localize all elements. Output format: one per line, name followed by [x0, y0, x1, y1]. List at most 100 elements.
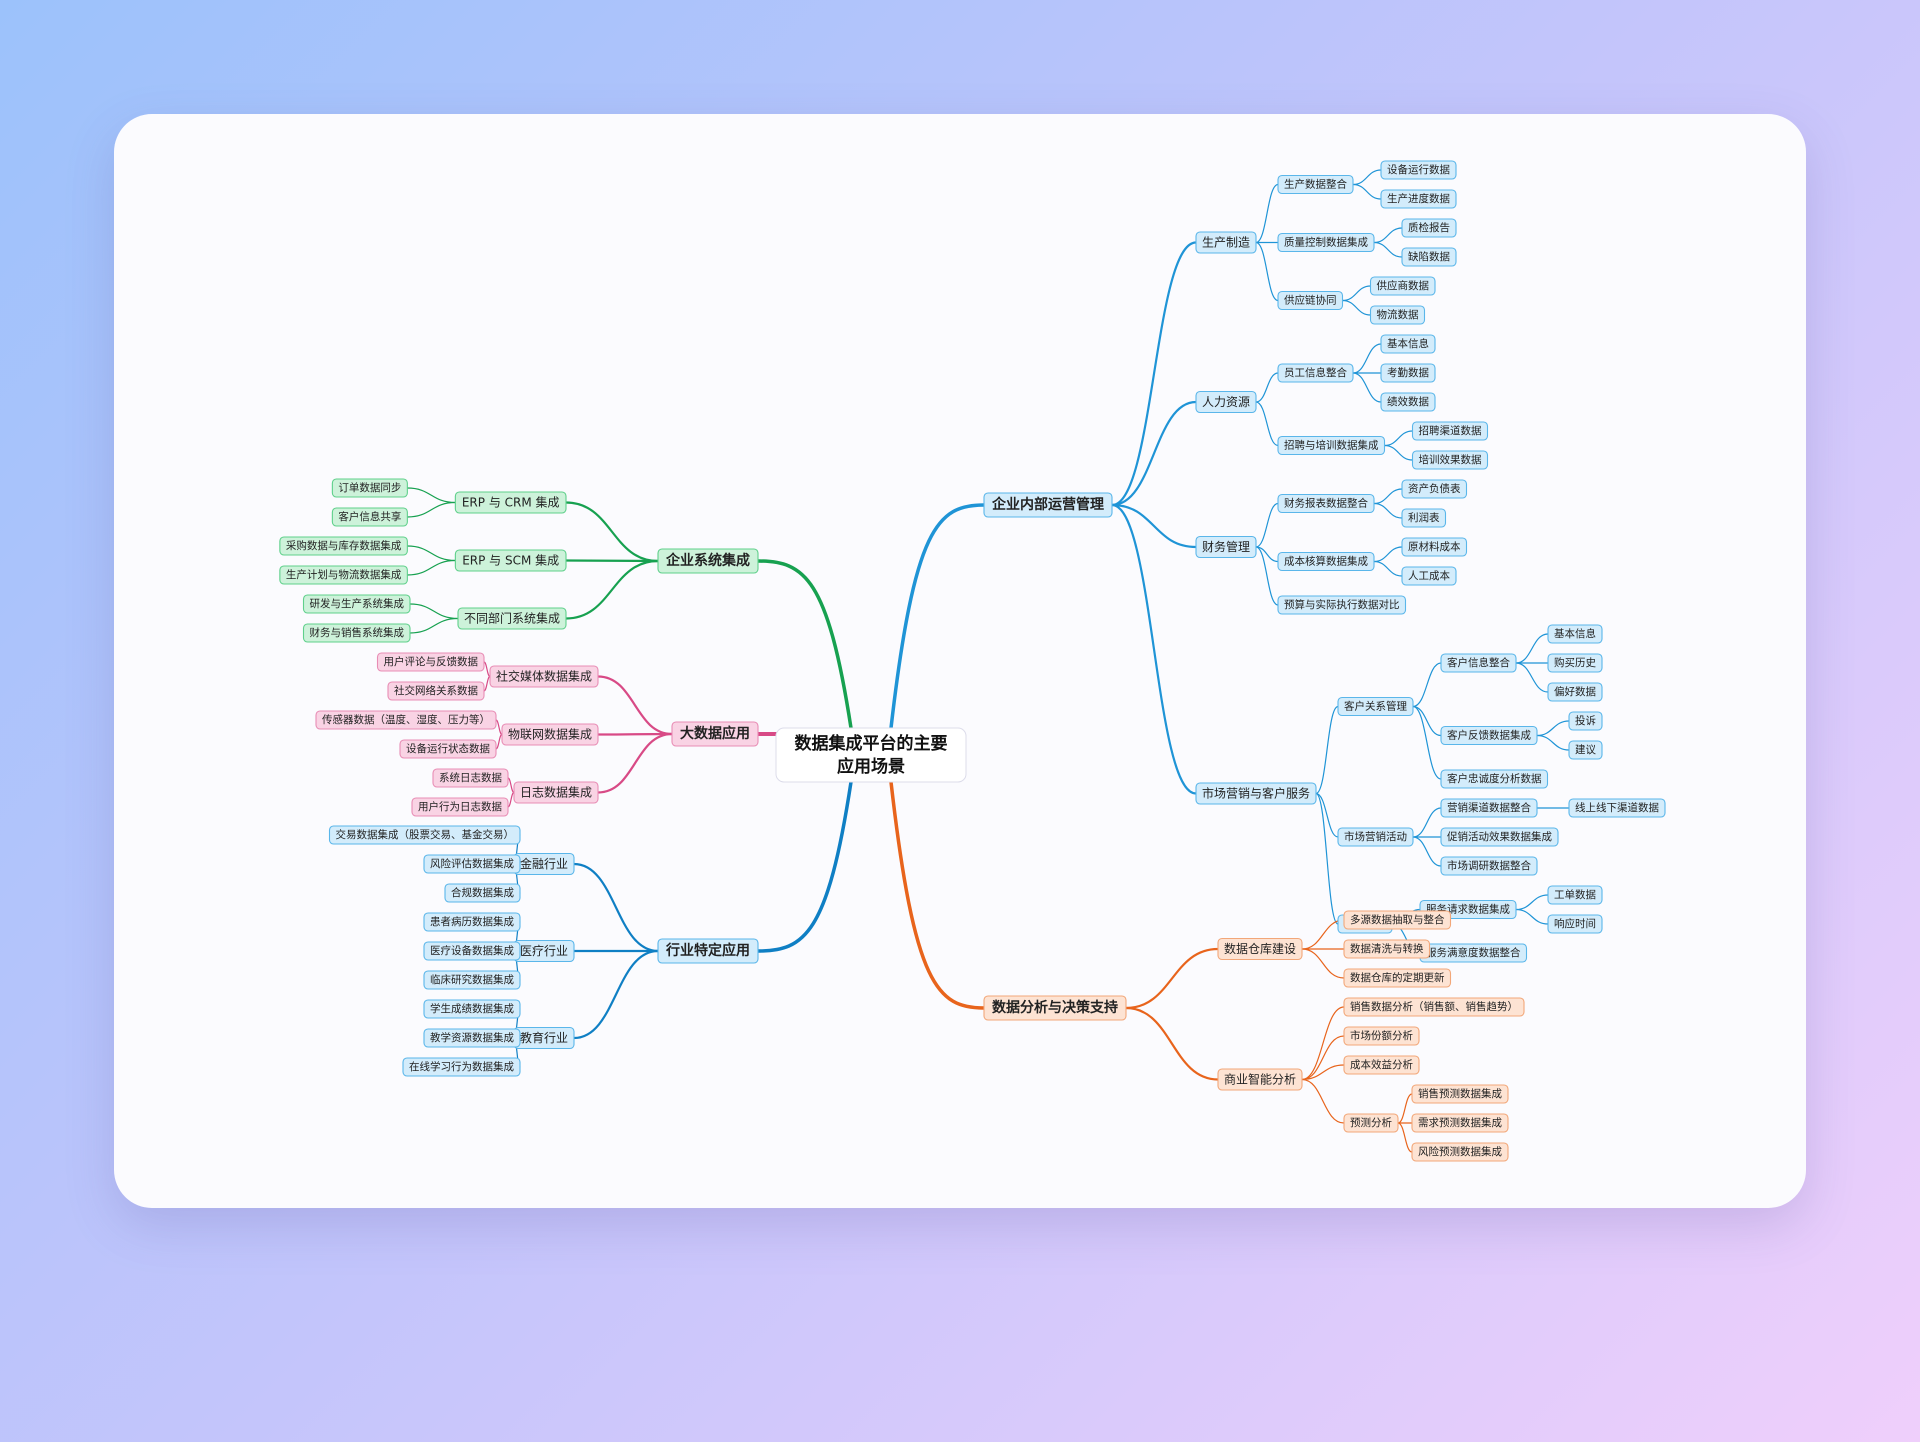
topic-node[interactable]: 市场营销活动 [1337, 827, 1414, 847]
topic-node[interactable]: 不同部门系统集成 [457, 607, 567, 630]
topic-node[interactable]: 临床研究数据集成 [423, 970, 521, 990]
topic-node[interactable]: 数据清洗与转换 [1343, 939, 1431, 959]
topic-node[interactable]: 线上线下渠道数据 [1568, 798, 1666, 818]
topic-node[interactable]: 生产进度数据 [1380, 189, 1457, 209]
node-label: 订单数据同步 [338, 481, 401, 494]
topic-node[interactable]: 教学资源数据集成 [423, 1028, 521, 1048]
topic-node[interactable]: 市场份额分析 [1343, 1026, 1420, 1046]
topic-node[interactable]: 预算与实际执行数据对比 [1277, 595, 1407, 615]
topic-node[interactable]: 人力资源 [1195, 390, 1257, 414]
topic-node[interactable]: ERP 与 CRM 集成 [454, 491, 567, 514]
topic-node[interactable]: 在线学习行为数据集成 [402, 1057, 521, 1077]
topic-node[interactable]: 风险预测数据集成 [1411, 1142, 1509, 1162]
center-node[interactable]: 数据集成平台的主要 应用场景 [775, 727, 967, 783]
topic-node[interactable]: 物联网数据集成 [501, 723, 599, 746]
topic-node[interactable]: 客户信息整合 [1440, 653, 1517, 673]
topic-node[interactable]: 建议 [1568, 740, 1603, 760]
topic-node[interactable]: 响应时间 [1547, 914, 1603, 934]
branch-node[interactable]: 数据分析与决策支持 [983, 995, 1127, 1021]
node-label: 设备运行状态数据 [406, 742, 490, 755]
topic-node[interactable]: 招聘与培训数据集成 [1277, 435, 1386, 456]
topic-node[interactable]: 交易数据集成（股票交易、基金交易） [328, 825, 521, 845]
topic-node[interactable]: 财务与销售系统集成 [302, 623, 411, 643]
topic-node[interactable]: 供应链协同 [1277, 290, 1344, 311]
topic-node[interactable]: 销售预测数据集成 [1411, 1084, 1509, 1104]
topic-node[interactable]: 数据仓库建设 [1217, 937, 1303, 961]
node-label: 风险评估数据集成 [430, 857, 514, 870]
topic-node[interactable]: 需求预测数据集成 [1411, 1113, 1509, 1133]
topic-node[interactable]: 招聘渠道数据 [1411, 421, 1489, 441]
topic-node[interactable]: 患者病历数据集成 [423, 912, 521, 932]
topic-node[interactable]: 教育行业 [513, 1026, 575, 1050]
topic-node[interactable]: 投诉 [1568, 711, 1603, 731]
topic-node[interactable]: 培训效果数据 [1411, 450, 1489, 470]
topic-node[interactable]: 医疗行业 [513, 939, 575, 963]
topic-node[interactable]: 多源数据抽取与整合 [1343, 910, 1452, 930]
topic-node[interactable]: 原材料成本 [1401, 537, 1468, 557]
topic-node[interactable]: 成本效益分析 [1343, 1055, 1420, 1075]
topic-node[interactable]: 促销活动效果数据集成 [1440, 827, 1559, 847]
branch-node[interactable]: 大数据应用 [671, 721, 759, 747]
topic-node[interactable]: 社交媒体数据集成 [489, 665, 599, 688]
topic-node[interactable]: 物流数据 [1369, 305, 1426, 325]
topic-node[interactable]: 基本信息 [1380, 334, 1436, 354]
topic-node[interactable]: 系统日志数据 [432, 768, 509, 788]
topic-node[interactable]: 采购数据与库存数据集成 [279, 536, 408, 556]
topic-node[interactable]: 偏好数据 [1547, 682, 1603, 702]
topic-node[interactable]: 医疗设备数据集成 [423, 941, 521, 961]
topic-node[interactable]: 客户关系管理 [1337, 696, 1414, 717]
node-label: 供应商数据 [1377, 279, 1430, 292]
topic-node[interactable]: 传感器数据（温度、湿度、压力等） [315, 710, 497, 730]
topic-node[interactable]: 绩效数据 [1380, 392, 1436, 412]
topic-node[interactable]: 设备运行状态数据 [399, 739, 497, 759]
topic-node[interactable]: 财务管理 [1195, 535, 1257, 559]
node-label: 缺陷数据 [1408, 250, 1450, 263]
node-label: 供应链协同 [1284, 294, 1337, 307]
topic-node[interactable]: 资产负债表 [1401, 479, 1468, 499]
topic-node[interactable]: 设备运行数据 [1380, 160, 1457, 180]
topic-node[interactable]: 商业智能分析 [1217, 1068, 1303, 1091]
topic-node[interactable]: 订单数据同步 [331, 478, 408, 498]
topic-node[interactable]: 考勤数据 [1380, 363, 1436, 383]
topic-node[interactable]: 学生成绩数据集成 [423, 999, 521, 1019]
branch-node[interactable]: 企业系统集成 [657, 548, 759, 574]
topic-node[interactable]: 员工信息整合 [1277, 363, 1354, 383]
topic-node[interactable]: 社交网络关系数据 [387, 681, 485, 701]
branch-node[interactable]: 企业内部运营管理 [983, 492, 1113, 518]
topic-node[interactable]: 成本核算数据集成 [1277, 551, 1375, 572]
topic-node[interactable]: 客户信息共享 [331, 507, 408, 527]
topic-node[interactable]: 质检报告 [1401, 218, 1457, 238]
topic-node[interactable]: 财务报表数据整合 [1277, 493, 1375, 514]
topic-node[interactable]: 客户忠诚度分析数据 [1440, 769, 1549, 789]
topic-node[interactable]: 金融行业 [513, 852, 575, 876]
topic-node[interactable]: 生产制造 [1195, 231, 1257, 254]
topic-node[interactable]: 营销渠道数据整合 [1440, 798, 1538, 818]
topic-node[interactable]: 研发与生产系统集成 [302, 594, 411, 614]
topic-node[interactable]: 人工成本 [1401, 566, 1457, 586]
topic-node[interactable]: 销售数据分析（销售额、销售趋势） [1343, 997, 1525, 1017]
topic-node[interactable]: ERP 与 SCM 集成 [454, 549, 567, 572]
topic-node[interactable]: 合规数据集成 [444, 883, 521, 903]
topic-node[interactable]: 工单数据 [1547, 885, 1603, 905]
topic-node[interactable]: 生产数据整合 [1277, 174, 1354, 195]
topic-node[interactable]: 市场调研数据整合 [1440, 856, 1538, 876]
topic-node[interactable]: 利润表 [1401, 508, 1447, 528]
topic-node[interactable]: 购买历史 [1547, 653, 1603, 673]
branch-node[interactable]: 行业特定应用 [657, 938, 759, 964]
topic-node[interactable]: 客户反馈数据集成 [1440, 725, 1538, 746]
topic-node[interactable]: 质量控制数据集成 [1277, 232, 1375, 253]
node-label: 在线学习行为数据集成 [409, 1060, 514, 1073]
topic-node[interactable]: 供应商数据 [1369, 276, 1436, 296]
topic-node[interactable]: 预测分析 [1343, 1113, 1399, 1133]
topic-node[interactable]: 用户行为日志数据 [411, 797, 509, 817]
node-label: 数据分析与决策支持 [992, 999, 1118, 1016]
topic-node[interactable]: 风险评估数据集成 [423, 854, 521, 874]
topic-node[interactable]: 服务满意度数据整合 [1419, 943, 1528, 963]
topic-node[interactable]: 日志数据集成 [513, 781, 599, 804]
topic-node[interactable]: 缺陷数据 [1401, 247, 1457, 267]
topic-node[interactable]: 市场营销与客户服务 [1195, 782, 1317, 805]
topic-node[interactable]: 用户评论与反馈数据 [376, 652, 485, 672]
topic-node[interactable]: 数据仓库的定期更新 [1343, 968, 1452, 988]
topic-node[interactable]: 基本信息 [1547, 624, 1603, 644]
topic-node[interactable]: 生产计划与物流数据集成 [279, 565, 408, 585]
